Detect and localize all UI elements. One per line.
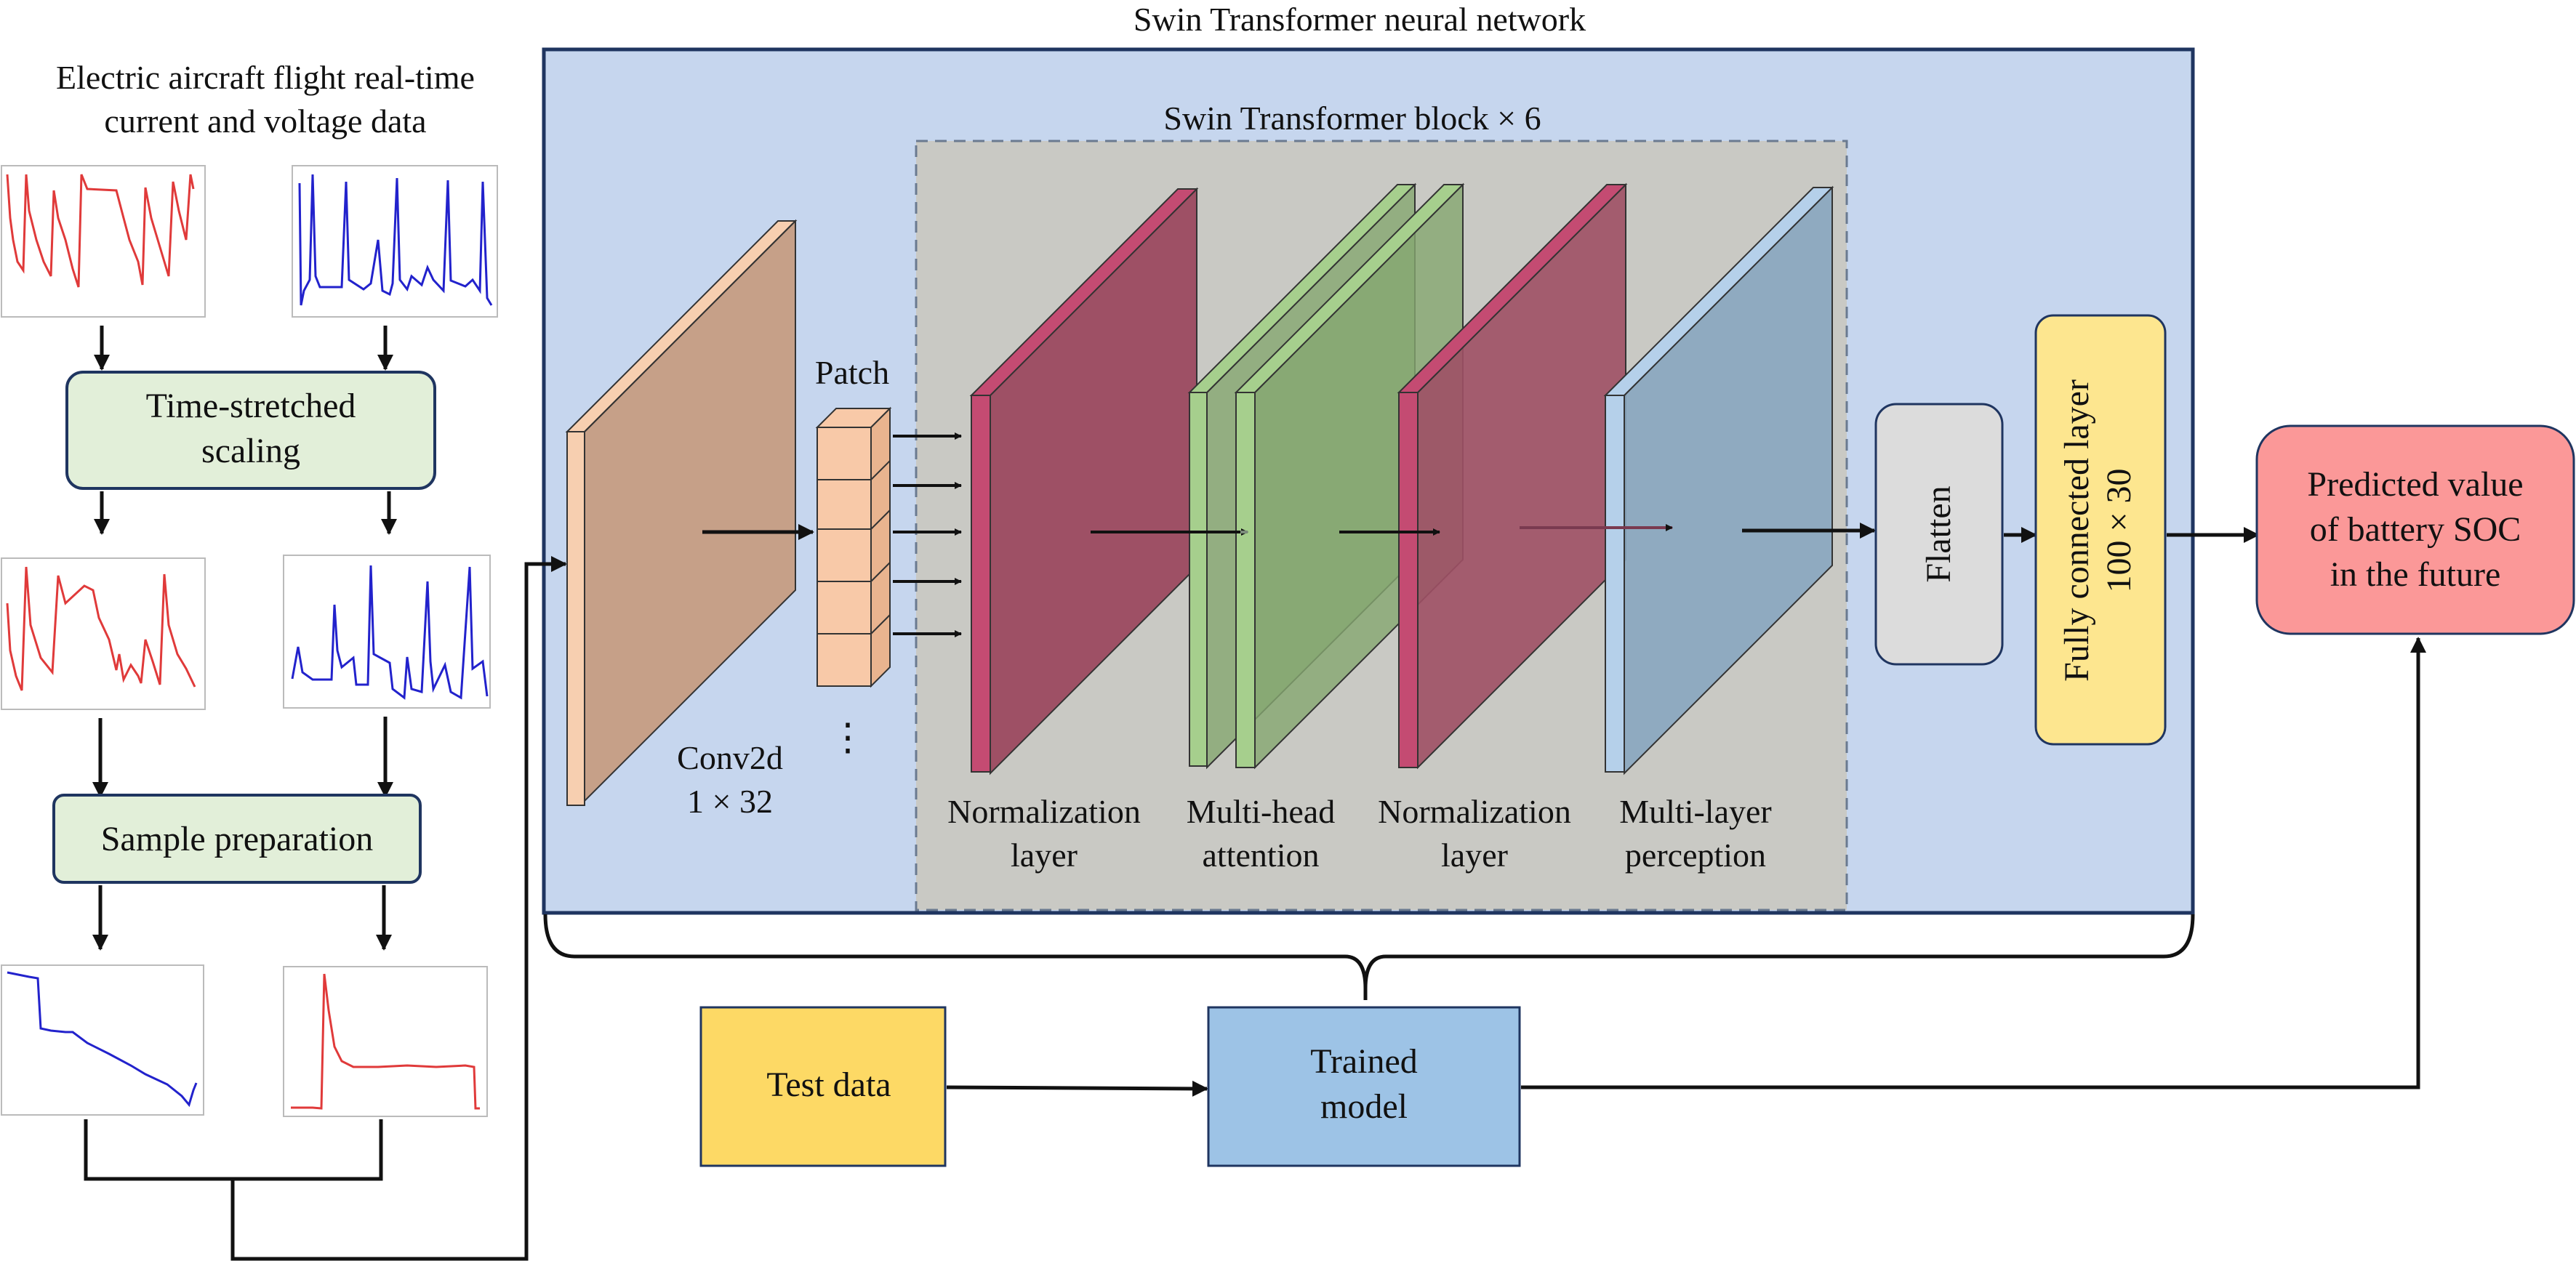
raw-current-plot [1, 165, 206, 318]
output-label-line3: in the future [2330, 555, 2501, 594]
arrow-test-to-model [946, 1080, 1208, 1097]
norm1-label-line2: layer [1011, 837, 1078, 874]
multi-head-attention-layer [1187, 182, 1465, 770]
mha-label-line1: Multi-head [1187, 793, 1335, 830]
time-stretched-scaling-box [65, 371, 436, 490]
normalization-layer-2 [1397, 182, 1628, 770]
time-stretched-label-line2: scaling [201, 432, 300, 470]
time-stretched-label-line1: Time-stretched [146, 387, 356, 425]
patch-label: Patch [815, 354, 889, 391]
fc-label-line1: Fully connected layer [2058, 379, 2096, 682]
raw-voltage-plot [292, 165, 498, 318]
trained-model-label-line1: Trained [1310, 1042, 1418, 1081]
norm2-label-line2: layer [1441, 837, 1508, 874]
conv2d-layer [565, 219, 798, 806]
sample-preparation-box [52, 794, 422, 884]
conv2d-label-line1: Conv2d [677, 739, 783, 776]
mlp-label-line1: Multi-layer [1619, 793, 1772, 830]
normalization-layer-1 [969, 187, 1199, 775]
test-data-box [699, 1006, 947, 1167]
patch-ellipsis: ⋮ [829, 717, 867, 759]
swin-block-title: Swin Transformer block × 6 [1163, 100, 1541, 137]
sample-current-plot [283, 966, 488, 1117]
flatten-label: Flatten [1919, 486, 1958, 582]
mlp-label-line2: perception [1625, 837, 1766, 874]
flatten-box [1874, 403, 2004, 666]
trained-model-label-line2: model [1320, 1087, 1408, 1126]
multi-layer-perception-layer [1603, 185, 1834, 775]
sample-preparation-label: Sample preparation [101, 820, 374, 858]
norm2-label-line1: Normalization [1378, 793, 1571, 830]
connector-merge [230, 556, 567, 1261]
input-heading-line1: Electric aircraft flight real-time [56, 59, 475, 96]
patch-stack [815, 406, 892, 688]
scaled-current-plot [1, 557, 206, 710]
fc-label-line2: 100 × 30 [2100, 468, 2138, 592]
input-heading-line2: current and voltage data [104, 102, 426, 140]
network-title: Swin Transformer neural network [1133, 1, 1586, 38]
mha-label-line2: attention [1203, 837, 1320, 874]
scaled-voltage-plot [283, 555, 491, 709]
connector-to-network [84, 1119, 383, 1181]
test-data-label: Test data [766, 1065, 891, 1104]
output-label-line2: of battery SOC [2310, 510, 2521, 549]
fully-connected-box [2034, 314, 2167, 746]
norm1-label-line1: Normalization [947, 793, 1141, 830]
trained-model-box [1207, 1006, 1521, 1167]
sample-voltage-plot [1, 964, 204, 1116]
conv2d-label-line2: 1 × 32 [687, 783, 773, 820]
arrow-model-to-output [1521, 637, 2426, 1089]
output-box [2255, 424, 2575, 635]
output-label-line1: Predicted value [2307, 465, 2523, 504]
network-brace [543, 914, 2195, 989]
